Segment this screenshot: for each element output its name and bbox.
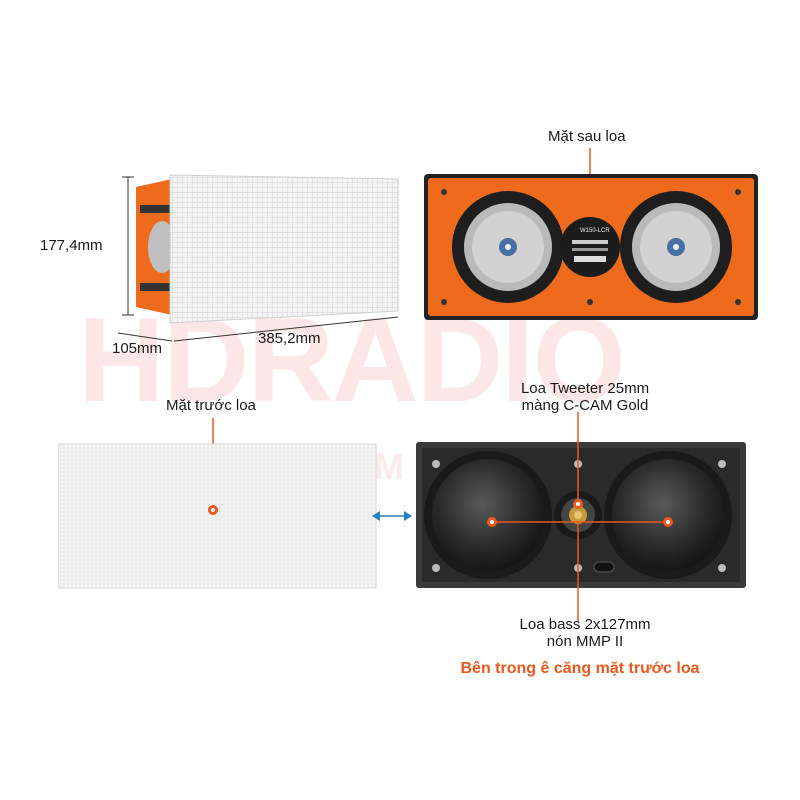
bass-label-line1: Loa bass 2x127mm — [519, 616, 651, 633]
front-label: Mặt trước loa — [166, 397, 256, 414]
watermark-logo: HDRADIO — [78, 293, 626, 427]
height-dimension-label: 177,4mm — [40, 237, 103, 254]
width-dimension-label: 385,2mm — [258, 330, 321, 347]
speaker-angled-view — [117, 174, 399, 342]
bass-label-line2: nón MMP II — [546, 633, 624, 650]
back-model-text: W150-LCR — [580, 228, 610, 234]
depth-dimension-label: 105mm — [112, 340, 163, 357]
speaker-inside-view — [416, 412, 746, 622]
bass-label: Loa bass 2x127mm nón MMP II — [470, 616, 700, 650]
tweeter-label: Loa Tweeter 25mm màng C-CAM Gold — [470, 380, 700, 414]
inside-caption: Bên trong ê căng mặt trước loa — [460, 660, 700, 677]
tweeter-label-line2: màng C-CAM Gold — [521, 397, 649, 414]
double-arrow-icon — [372, 511, 412, 521]
speaker-back-view — [424, 148, 758, 320]
back-label: Mặt sau loa — [548, 128, 626, 145]
tweeter-label-line1: Loa Tweeter 25mm — [520, 380, 650, 397]
speaker-front-grille — [58, 418, 377, 589]
